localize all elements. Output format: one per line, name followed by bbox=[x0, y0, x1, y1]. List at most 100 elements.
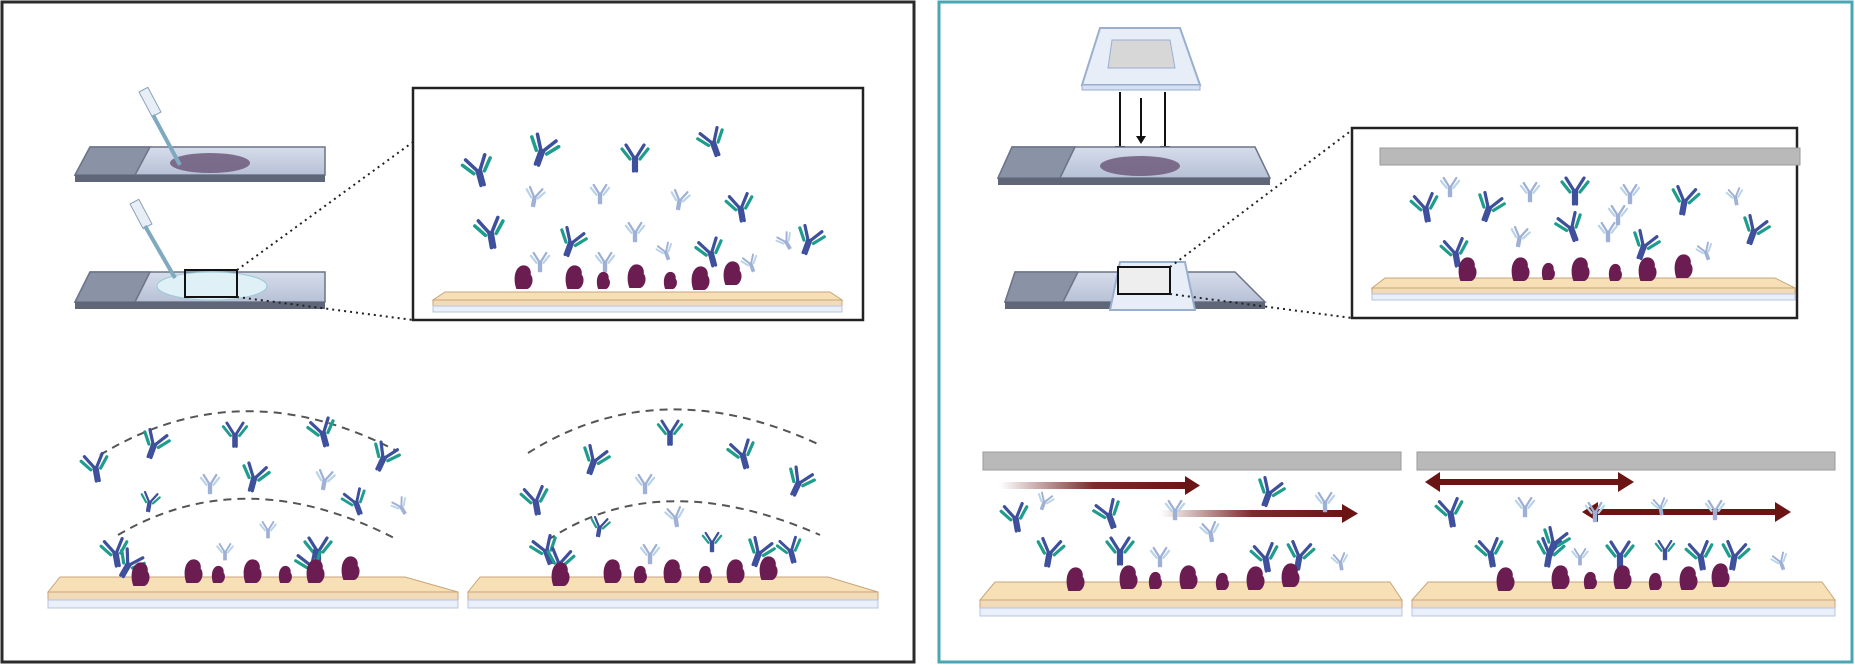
antibody-icon bbox=[340, 487, 366, 516]
antigen-icon bbox=[1148, 571, 1162, 589]
slide-bottom-left bbox=[73, 269, 326, 309]
antigen-icon bbox=[1179, 565, 1198, 589]
tissue-section bbox=[466, 576, 879, 609]
antibody-icon bbox=[519, 484, 549, 516]
antibody-icon bbox=[1286, 539, 1316, 571]
antibody-icon bbox=[696, 125, 724, 158]
antibody-icon bbox=[216, 543, 234, 561]
antibody-icon bbox=[1149, 546, 1171, 568]
antibody-icon bbox=[1704, 499, 1726, 521]
antibody-icon bbox=[624, 221, 646, 243]
antibody-icon bbox=[1543, 525, 1571, 558]
antigen-icon bbox=[565, 265, 584, 289]
coverslip-bar bbox=[1416, 451, 1836, 471]
antigen-icon bbox=[1648, 572, 1662, 590]
antigen-icon bbox=[1613, 565, 1632, 589]
antigen-icon bbox=[627, 264, 646, 288]
antibody-icon bbox=[530, 132, 561, 167]
antigen-icon bbox=[1608, 263, 1622, 281]
antigen-icon bbox=[243, 559, 262, 583]
slide-top-right bbox=[996, 146, 1272, 185]
antibody-icon bbox=[1164, 499, 1186, 521]
antigen-icon bbox=[306, 559, 325, 583]
antibody-icon bbox=[1249, 541, 1279, 573]
antigen-icon bbox=[1551, 565, 1570, 589]
antibody-icon bbox=[798, 223, 826, 256]
antibody-icon bbox=[775, 535, 802, 564]
antigen-icon bbox=[1246, 566, 1265, 590]
antibody-icon bbox=[701, 531, 723, 553]
antibody-icon bbox=[1633, 228, 1661, 261]
antibody-icon bbox=[789, 465, 816, 497]
antibody-icon bbox=[1695, 241, 1713, 261]
antibody-icon bbox=[1571, 548, 1589, 566]
antibody-icon bbox=[1560, 176, 1590, 206]
antigen-icon bbox=[1571, 257, 1590, 281]
antibody-icon bbox=[306, 416, 335, 448]
zoom-line bbox=[1169, 293, 1353, 319]
antibody-icon bbox=[594, 251, 616, 273]
antigen-icon bbox=[603, 559, 622, 583]
antibody-icon bbox=[79, 451, 109, 483]
antigen-icon bbox=[1281, 563, 1300, 587]
antibody-icon bbox=[140, 490, 161, 513]
antigen-icon bbox=[596, 271, 610, 289]
antibody-icon bbox=[620, 143, 650, 173]
antibody-icon bbox=[242, 461, 271, 493]
antigen-icon bbox=[726, 559, 745, 583]
antibody-icon bbox=[655, 241, 673, 261]
antibody-icon bbox=[1105, 536, 1135, 566]
antibody-icon bbox=[374, 440, 401, 472]
antibody-icon bbox=[1474, 536, 1504, 568]
antibody-icon bbox=[589, 183, 611, 205]
antigen-icon bbox=[1496, 567, 1515, 591]
antibody-icon bbox=[99, 536, 129, 568]
antibody-icon bbox=[1199, 520, 1220, 543]
antigen-icon bbox=[1679, 566, 1698, 590]
diffusion-boundary-inner bbox=[117, 497, 399, 541]
antigen-icon bbox=[663, 271, 677, 289]
antigen-icon bbox=[1583, 571, 1597, 589]
tissue-section bbox=[1410, 581, 1836, 617]
tissue-section bbox=[431, 291, 844, 313]
tissue-section bbox=[46, 576, 459, 609]
antibody-icon bbox=[1654, 539, 1676, 561]
antibody-icon bbox=[1478, 190, 1506, 223]
antibody-icon bbox=[775, 231, 792, 250]
flow-arrow-icon bbox=[1000, 476, 1200, 495]
antibody-icon bbox=[664, 505, 685, 528]
antigen-icon bbox=[341, 556, 360, 580]
flow-arrow-icon bbox=[1425, 472, 1634, 492]
antibody-icon bbox=[726, 438, 755, 470]
antigen-icon bbox=[633, 565, 647, 583]
antigen-icon bbox=[1541, 262, 1555, 280]
antigen-icon bbox=[1711, 563, 1730, 587]
antibody-icon bbox=[119, 547, 146, 579]
antigen-icon bbox=[1215, 572, 1229, 590]
antigen-icon bbox=[1638, 257, 1657, 281]
zoom-line bbox=[236, 141, 414, 271]
coverslip-bar bbox=[1379, 147, 1801, 166]
antibody-icon bbox=[1725, 187, 1744, 206]
tissue-section bbox=[1370, 277, 1796, 301]
antibody-icon bbox=[1671, 184, 1701, 216]
antibody-icon bbox=[473, 215, 505, 250]
antibody-icon bbox=[999, 501, 1029, 533]
antigen-row bbox=[1066, 563, 1730, 591]
antibody-icon bbox=[1554, 210, 1582, 243]
antibody-cloud bbox=[1409, 176, 1771, 268]
antibody-icon bbox=[639, 543, 661, 565]
antibody-icon bbox=[634, 473, 656, 495]
antibody-icon bbox=[259, 521, 277, 539]
antibody-icon bbox=[1439, 236, 1469, 268]
antibody-icon bbox=[1619, 183, 1641, 205]
antibody-icon bbox=[583, 443, 611, 476]
antigen-icon bbox=[759, 556, 778, 580]
antibody-icon bbox=[1514, 496, 1536, 518]
antibody-cloud bbox=[999, 475, 1788, 573]
antibody-icon bbox=[724, 191, 754, 223]
antigen-icon bbox=[184, 559, 203, 583]
antigen-icon bbox=[1511, 257, 1530, 281]
antibody-icon bbox=[525, 185, 546, 208]
